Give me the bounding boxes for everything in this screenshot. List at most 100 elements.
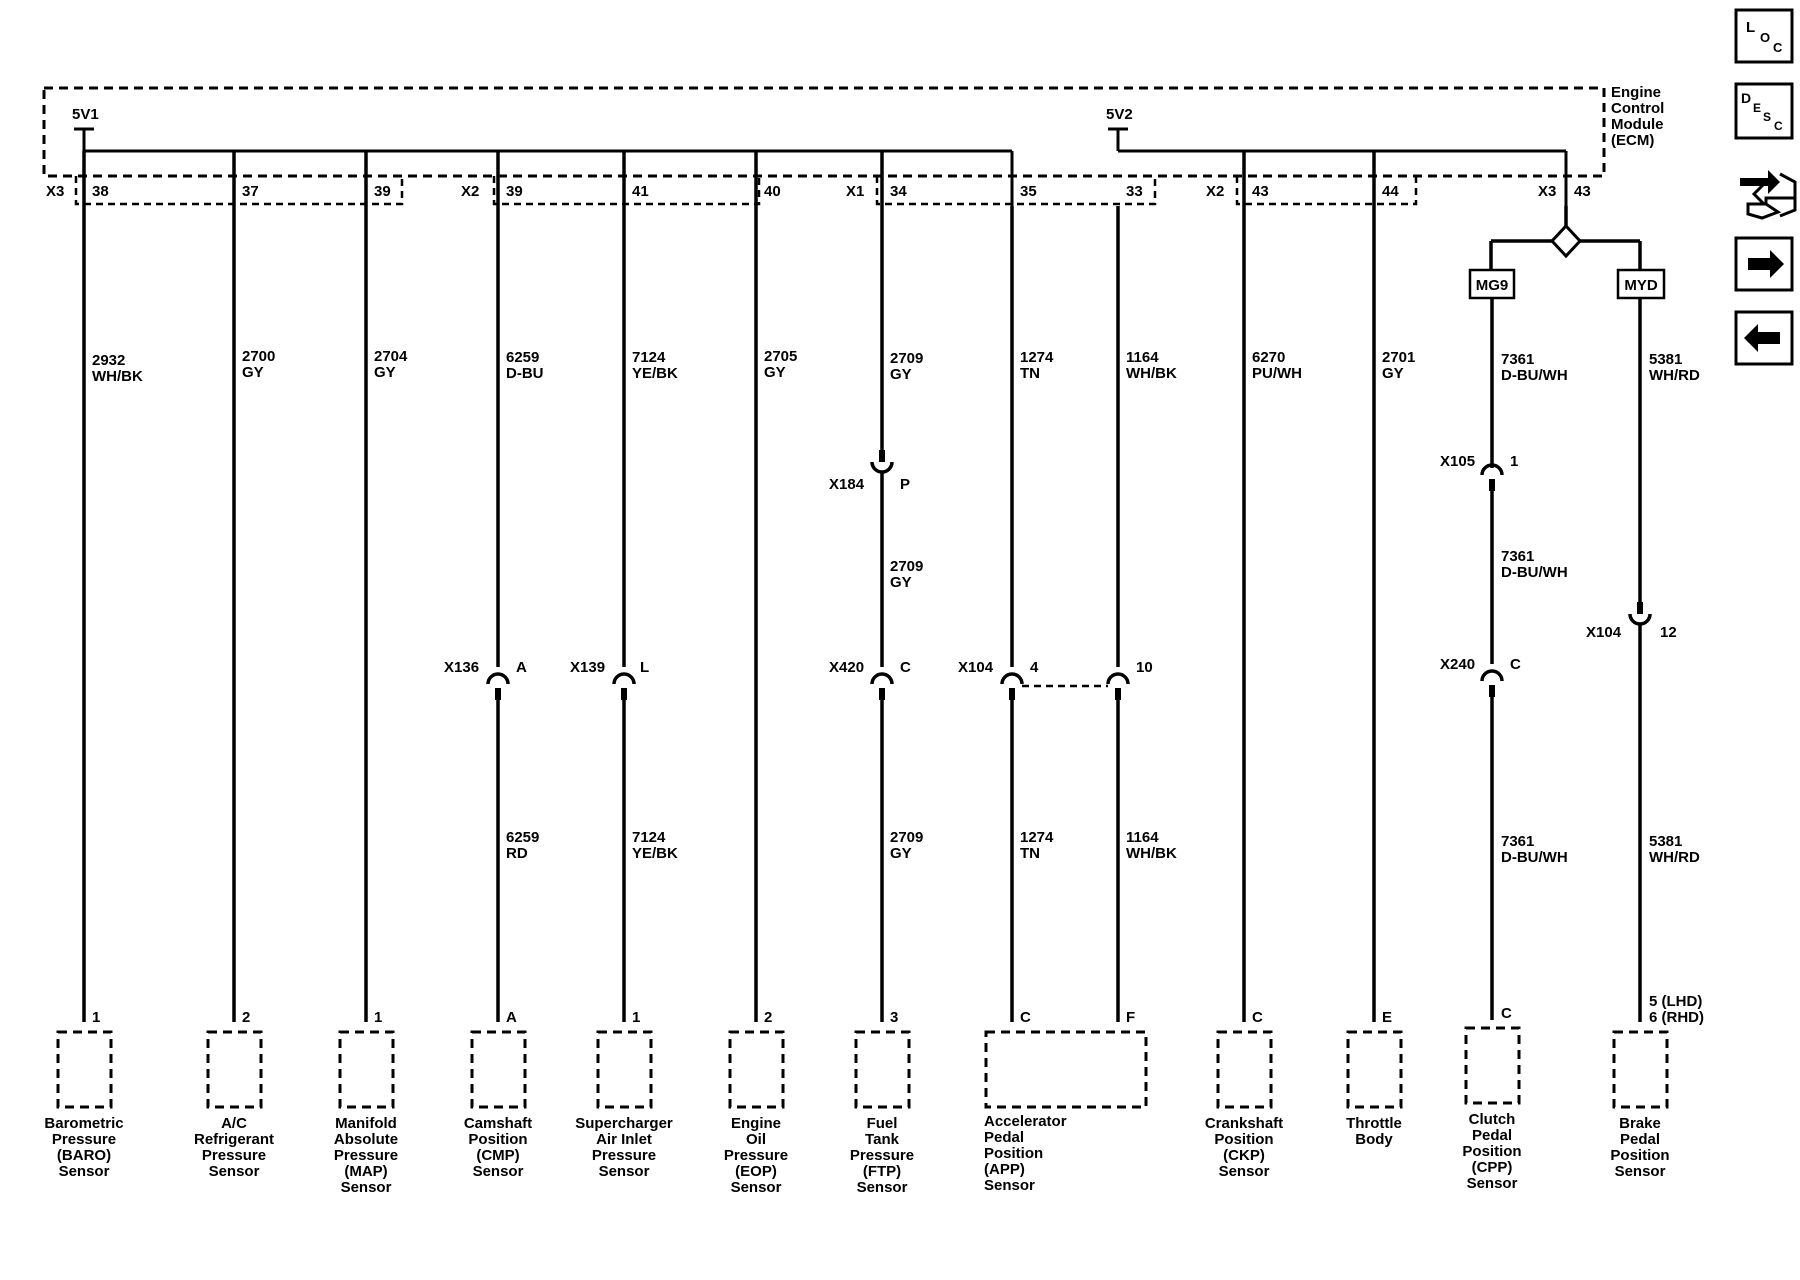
prev-button[interactable] (1734, 310, 1794, 366)
inline-connector: X184 (829, 476, 865, 493)
inline-pin: 10 (1136, 659, 1153, 676)
sensor-name: (CKP) (1223, 1147, 1265, 1164)
inline-pin: C (900, 659, 911, 676)
supply-bus-5v1: 5V1 (72, 106, 1014, 206)
cpp-sensor-box (1464, 1026, 1521, 1105)
inline-connector: X104 (1586, 624, 1622, 641)
sensor-name: Position (984, 1145, 1043, 1162)
ecm-pin: 34 (890, 183, 907, 200)
sensor-name: Absolute (334, 1131, 398, 1148)
sensor-name: A/C (221, 1115, 247, 1132)
sensor-name: Sensor (473, 1163, 524, 1180)
loc-button[interactable]: L O C (1734, 8, 1794, 64)
circuit-cmp: 39 6259 D-BU X136 A 6259 RD A Camshaft P… (444, 151, 544, 1180)
sensor-pin: E (1382, 1009, 1392, 1026)
sensor-pin: C (1501, 1005, 1512, 1022)
inline-connector: X139 (570, 659, 605, 676)
sensor-name: Refrigerant (194, 1131, 274, 1148)
sensor-name: Pedal (1472, 1127, 1512, 1144)
svg-text:S: S (1763, 110, 1771, 124)
circuit-eop: 40 2705 GY 2 Engine Oil Pressure (EOP) S… (724, 151, 797, 1196)
sensor-name: Sensor (857, 1179, 908, 1196)
supply-label-5v2: 5V2 (1106, 106, 1133, 123)
sensor-name: Pressure (724, 1147, 788, 1164)
sensor-name: Sensor (1615, 1163, 1666, 1180)
wire-number: 2701 (1382, 349, 1415, 366)
ecm-pin: 43 (1574, 183, 1591, 200)
sensor-name: Sensor (209, 1163, 260, 1180)
ecm-pin: 39 (374, 183, 391, 200)
wire-number: 7361 (1501, 548, 1534, 565)
inline-connector: X420 (829, 659, 864, 676)
ecm-pin: 38 (92, 183, 109, 200)
connector-group-x1: X1 (846, 183, 864, 200)
sensor-name: Barometric (44, 1115, 123, 1132)
wire-number: 7124 (632, 349, 666, 366)
sensor-name: (CMP) (476, 1147, 519, 1164)
next-button[interactable] (1734, 236, 1794, 292)
sensor-name: (APP) (984, 1161, 1025, 1178)
inline-pin: C (1510, 656, 1521, 673)
sensor-name: Sensor (59, 1163, 110, 1180)
circuit-cpp: 7361 D-BU/WH X105 1 7361 D-BU/WH X240 C … (1440, 298, 1568, 1192)
wire-number: 1164 (1126, 349, 1159, 366)
inline-connector: X240 (1440, 656, 1475, 673)
inline-pin: L (640, 659, 649, 676)
ecm-pin: 41 (632, 183, 649, 200)
inline-pin: 12 (1660, 624, 1677, 641)
connector-group-x3: X3 (46, 183, 64, 200)
desc-button[interactable]: D E S C (1734, 82, 1794, 140)
sensor-name: Oil (746, 1131, 766, 1148)
wire-number: 6259 (506, 829, 539, 846)
inline-pin: P (900, 476, 910, 493)
wire-number: 7361 (1501, 833, 1534, 850)
wire-color: D-BU/WH (1501, 367, 1568, 384)
sensor-name: Sensor (984, 1177, 1035, 1194)
sensor-pin-rhd: 6 (RHD) (1649, 1009, 1704, 1026)
wire-number: 6270 (1252, 349, 1285, 366)
sensor-pin-lhd: 5 (LHD) (1649, 993, 1702, 1010)
wire-color: GY (374, 364, 396, 381)
ecm-pin: 44 (1382, 183, 1399, 200)
connector-button[interactable] (1740, 170, 1797, 220)
wire-number: 7124 (632, 829, 666, 846)
wire-color: GY (242, 364, 264, 381)
ecm-pin: 33 (1126, 183, 1143, 200)
sensor-name: (FTP) (863, 1163, 901, 1180)
circuit-ac-refrigerant: 37 2700 GY 2 A/C Refrigerant Pressure Se… (194, 151, 275, 1180)
ecm-module: Engine Control Module (ECM) (42, 84, 1664, 178)
wire-color: TN (1020, 365, 1040, 382)
sensor-name: Engine (731, 1115, 781, 1132)
sensor-name: Accelerator (984, 1113, 1067, 1130)
connector-groups: X3 X2 X1 X2 X3 (46, 176, 1556, 206)
circuit-throttle-body: 44 2701 GY E Throttle Body (1346, 151, 1415, 1148)
baro-sensor-box (56, 1030, 113, 1109)
wire-color: GY (1382, 365, 1404, 382)
sensor-pin: C (1020, 1009, 1031, 1026)
option-myd-label: MYD (1624, 277, 1658, 294)
wire-color: WH/RD (1649, 849, 1700, 866)
supercharger-sensor-box (596, 1030, 653, 1109)
wire-color: RD (506, 845, 528, 862)
sensor-name: Pressure (334, 1147, 398, 1164)
ecm-label-3: Module (1611, 116, 1664, 133)
inline-connector: X104 (958, 659, 994, 676)
sensor-name: Supercharger (575, 1115, 673, 1132)
svg-text:E: E (1753, 101, 1761, 115)
sensor-name: Pedal (1620, 1131, 1660, 1148)
circuit-supercharger: 41 7124 YE/BK X139 L 7124 YE/BK 1 Superc… (570, 151, 678, 1180)
wire-color: D-BU/WH (1501, 849, 1568, 866)
sensor-name: Manifold (335, 1115, 397, 1132)
sensor-name: Air Inlet (596, 1131, 652, 1148)
sensor-name: (EOP) (735, 1163, 777, 1180)
inline-connector: X105 (1440, 453, 1475, 470)
wire-color: D-BU (506, 365, 544, 382)
svg-text:L: L (1746, 19, 1755, 36)
inline-pin: 4 (1030, 659, 1039, 676)
cmp-sensor-box (470, 1030, 527, 1109)
connector-icon (1740, 170, 1797, 220)
sensor-name: Sensor (599, 1163, 650, 1180)
sensor-pin: 1 (374, 1009, 382, 1026)
svg-text:D: D (1741, 90, 1751, 106)
circuit-baro: 38 2932 WH/BK 1 Barometric Pressure (BAR… (44, 151, 143, 1180)
